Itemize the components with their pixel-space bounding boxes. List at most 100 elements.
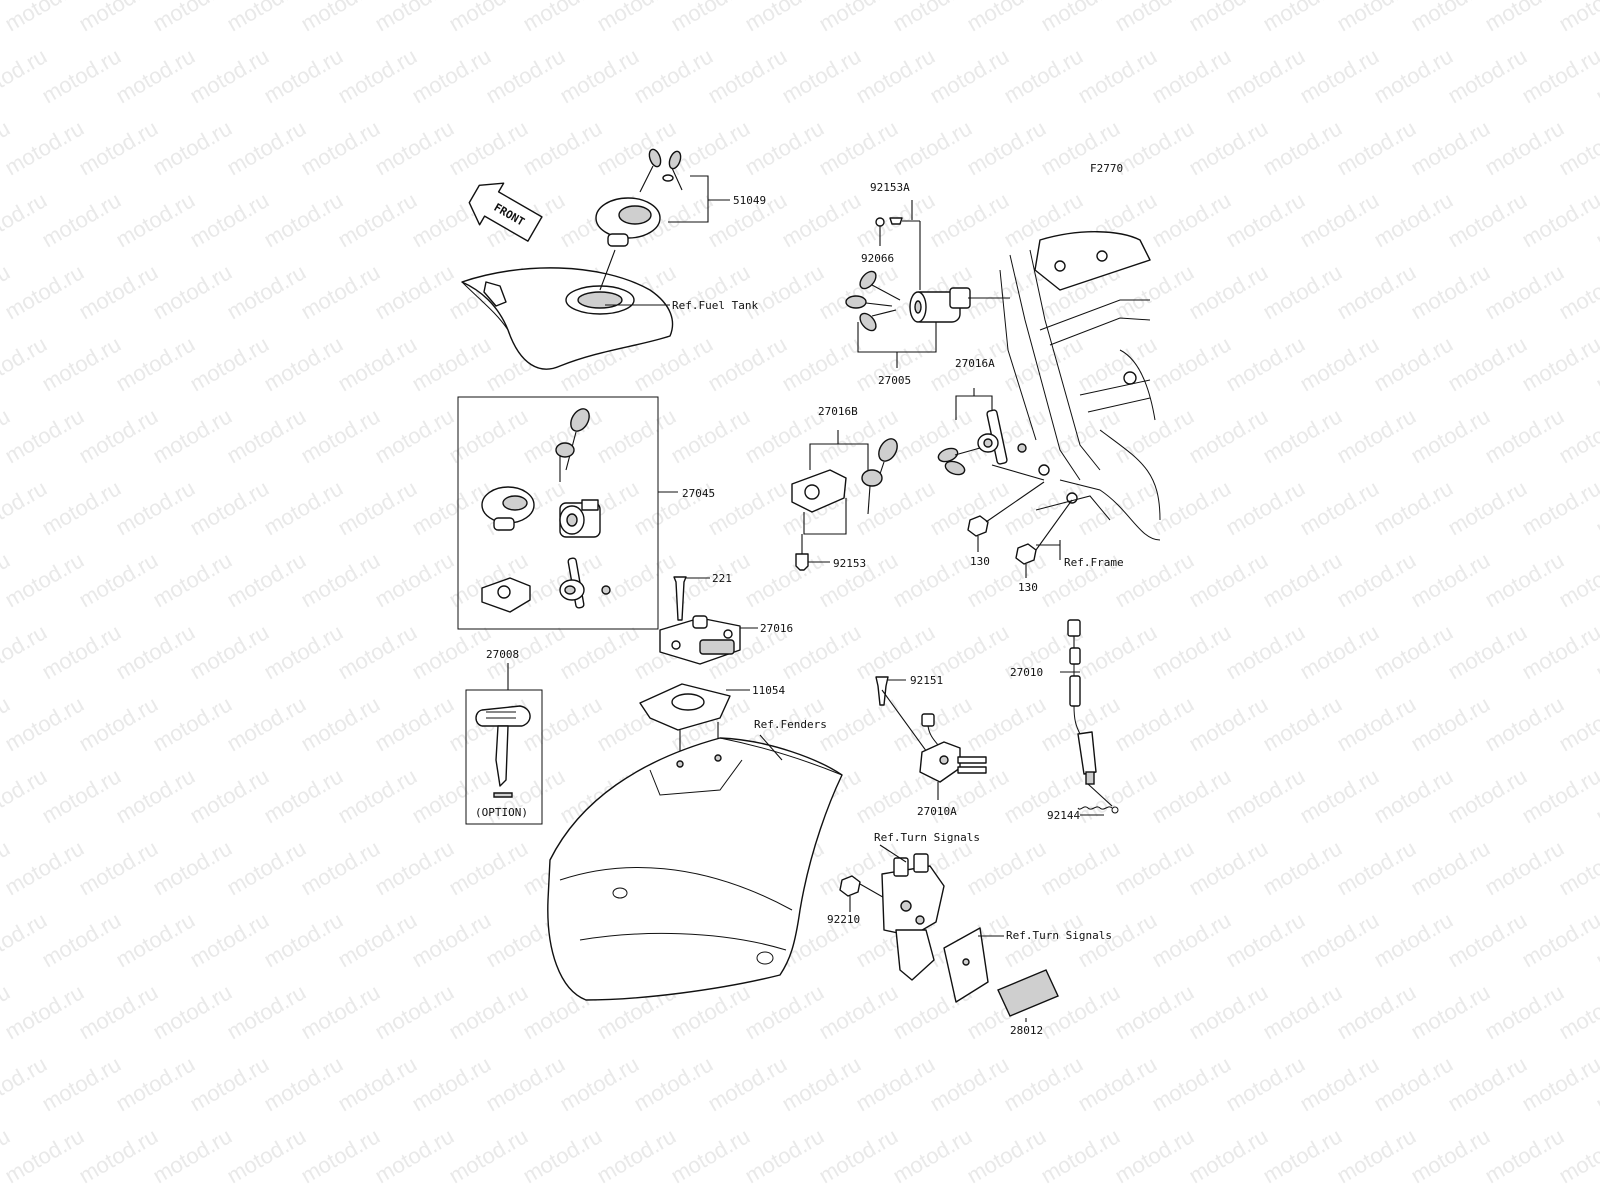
watermark-text: motod.ru [222,835,310,900]
watermark-text: motod.ru [148,979,236,1044]
watermark-text: motod.ru [1110,1123,1198,1188]
watermark-text: motod.ru [1147,187,1235,252]
watermark-text: motod.ru [370,1123,458,1188]
watermark-text: motod.ru [1443,331,1531,396]
watermark-text: motod.ru [1517,43,1600,108]
watermark-text: motod.ru [1258,979,1346,1044]
watermark-text: motod.ru [1147,763,1235,828]
watermark-text: motod.ru [259,1195,347,1200]
watermark-text: motod.ru [333,43,421,108]
watermark-text: motod.ru [1332,691,1420,756]
helmet-lock-key-icon [937,447,981,476]
watermark-text: motod.ru [703,475,791,540]
watermark-text: motod.ru [111,907,199,972]
watermark-text: motod.ru [37,619,125,684]
washer-92066-icon [875,217,885,227]
watermark-text: motod.ru [962,115,1050,180]
watermark-text: motod.ru [333,1195,421,1200]
watermark-text: motod.ru [1258,115,1346,180]
watermark-text: motod.ru [222,547,310,612]
watermark-text: motod.ru [37,1051,125,1116]
watermark-text: motod.ru [1480,403,1568,468]
watermark-text: motod.ru [1443,619,1531,684]
watermark-text: motod.ru [74,835,162,900]
watermark-text: motod.ru [74,979,162,1044]
watermark-text: motod.ru [1258,691,1346,756]
label-ref-fuel-tank: Ref.Fuel Tank [672,299,758,312]
label-11054: 11054 [752,684,785,697]
watermark-text: motod.ru [333,763,421,828]
screw-221-icon [673,576,687,621]
watermark-text: motod.ru [1258,1123,1346,1188]
option-key-icon [475,705,531,798]
watermark-text: motod.ru [814,115,902,180]
set-seat-lock-bracket-icon [481,577,531,613]
label-layer: F2770 51049 Ref.Fuel Tank 92153A 92066 2… [475,162,1124,1037]
watermark-text: motod.ru [703,331,791,396]
nut-92210-icon [839,875,861,897]
watermark-text: motod.ru [370,403,458,468]
watermark-text: motod.ru [1406,0,1494,36]
watermark-text: motod.ru [481,1195,569,1200]
watermark-text: motod.ru [1221,475,1309,540]
watermark-text: motod.ru [74,547,162,612]
watermark-text: motod.ru [777,1195,865,1200]
watermark-text: motod.ru [1295,619,1383,684]
watermark-text: motod.ru [1221,763,1309,828]
frame-tube-main [1009,254,1081,481]
watermark-text: motod.ru [962,835,1050,900]
switch-27010A-group [875,676,987,800]
cable-switch-body [1077,731,1097,775]
watermark-text: motod.ru [1443,907,1531,972]
watermark-text: motod.ru [333,187,421,252]
watermark-text: motod.ru [1147,475,1235,540]
watermark-text: motod.ru [111,43,199,108]
watermark-text: motod.ru [962,1123,1050,1188]
watermark-text: motod.ru [1517,763,1600,828]
watermark-text: motod.ru [888,547,976,612]
ignition-cylinder-icon [909,287,971,323]
watermark-text: motod.ru [1073,475,1161,540]
label-92210: 92210 [827,913,860,926]
watermark-text: motod.ru [1073,43,1161,108]
watermark-text: motod.ru [148,259,236,324]
watermark-text: motod.ru [1073,1051,1161,1116]
set-key-icon [555,408,590,482]
frame-upper-plate [1034,231,1151,291]
watermark-text: motod.ru [666,259,754,324]
label-51049: 51049 [733,194,766,207]
watermark-text: motod.ru [1110,0,1198,36]
watermark-text: motod.ru [888,0,976,36]
watermark-text: motod.ru [1221,1051,1309,1116]
watermark-text: motod.ru [1443,187,1531,252]
watermark-text: motod.ru [740,547,828,612]
watermark-text: motod.ru [999,1195,1087,1200]
helmet-lock-27016A [937,388,1045,481]
label-27016: 27016 [760,622,793,635]
watermark-text: motod.ru [1073,619,1161,684]
watermark-text: motod.ru [1295,1195,1383,1200]
watermark-text: motod.ru [1443,1195,1531,1200]
watermark-text: motod.ru [222,115,310,180]
watermark-text: motod.ru [518,1123,606,1188]
watermark-text: motod.ru [1184,979,1272,1044]
cap-key-icon [639,148,683,193]
turn-signal-bracket-group [839,844,1059,1022]
watermark-text: motod.ru [1332,979,1420,1044]
watermark-text: motod.ru [1369,43,1457,108]
watermark-text: motod.ru [1184,835,1272,900]
watermark-text: motod.ru [777,187,865,252]
bracket-key-icon [861,438,898,515]
watermark-text: motod.ru [925,187,1013,252]
watermark-text: motod.ru [370,691,458,756]
watermark-text: motod.ru [1184,1123,1272,1188]
watermark-text: motod.ru [1332,0,1420,36]
watermark-text: motod.ru [222,979,310,1044]
watermark-text: motod.ru [0,979,88,1044]
watermark-text: motod.ru [148,691,236,756]
watermark-text: motod.ru [1406,1123,1494,1188]
ignition-bracket-27016B [791,430,898,571]
watermark-text: motod.ru [888,115,976,180]
watermark-text: motod.ru [74,0,162,36]
